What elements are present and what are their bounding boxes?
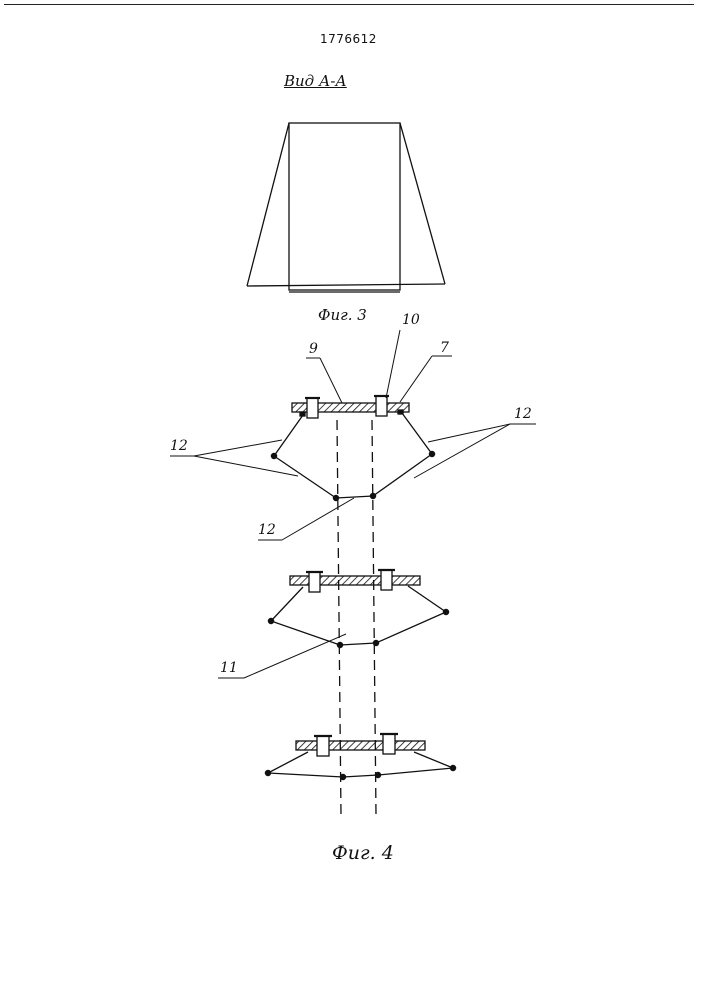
- fig3-base-line: [247, 284, 445, 286]
- bolt-right-1: [376, 396, 387, 416]
- figure4-drawing: [170, 330, 536, 815]
- figure3-drawing: [247, 123, 445, 292]
- bolt-right-3: [383, 734, 395, 754]
- fig3-left-slant: [247, 123, 289, 286]
- dashed-axis-right: [372, 420, 376, 815]
- ref-numeral-9: 9: [309, 341, 318, 357]
- figure4-caption: Фиг. 4: [332, 842, 394, 864]
- fig3-central-panel: [289, 123, 400, 290]
- bolt-left-3: [317, 736, 329, 756]
- ref-numeral-7: 7: [440, 340, 449, 356]
- stage-3: [265, 734, 455, 780]
- stage-2: [268, 570, 448, 648]
- ref-numeral-12-right: 12: [514, 406, 532, 422]
- link-chain-3: [268, 752, 453, 777]
- ref-numeral-11: 11: [220, 660, 238, 676]
- bolt-right-2: [381, 570, 392, 590]
- bolt-left-2: [309, 572, 320, 592]
- link-chain-2: [271, 586, 446, 645]
- fig3-right-slant: [400, 123, 445, 284]
- bolt-left-1: [307, 398, 318, 418]
- figure3-caption: Фиг. 3: [318, 306, 367, 324]
- plate-3: [296, 741, 425, 750]
- ref-numeral-10: 10: [402, 312, 420, 328]
- link-chain-1: [274, 413, 432, 498]
- ref-numeral-12-left: 12: [170, 438, 188, 454]
- stage-1: [271, 396, 434, 501]
- dashed-axis-left: [337, 420, 341, 815]
- ref-numeral-12-bottom: 12: [258, 522, 276, 538]
- leader-lines: [170, 330, 536, 678]
